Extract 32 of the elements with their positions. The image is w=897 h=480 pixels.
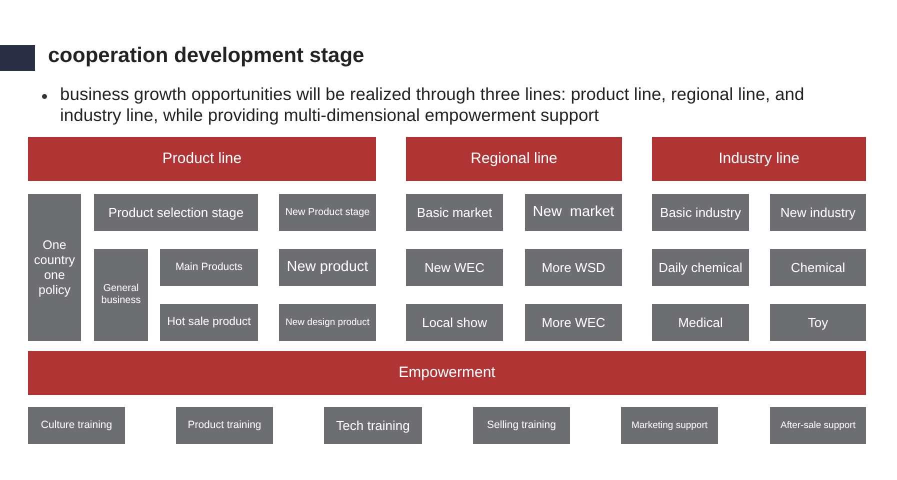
support-box: Tech training xyxy=(324,407,422,444)
slide-title: cooperation development stage xyxy=(48,44,364,68)
item-box: Toy xyxy=(770,304,866,341)
item-box: New WEC xyxy=(406,249,503,286)
category-box: General business xyxy=(94,249,148,341)
item-box: Local show xyxy=(406,304,503,341)
support-box: After-sale support xyxy=(770,407,866,444)
section-header: Product line xyxy=(28,137,376,181)
category-box: One country one policy xyxy=(28,194,81,341)
item-box: Basic industry xyxy=(652,194,749,231)
section-header: Industry line xyxy=(652,137,866,181)
item-box: New product xyxy=(279,249,376,286)
support-box: Culture training xyxy=(28,407,125,444)
section-header: Regional line xyxy=(406,137,622,181)
item-box: New market xyxy=(525,194,622,231)
item-box: Product selection stage xyxy=(94,194,258,231)
item-box: Chemical xyxy=(770,249,866,286)
item-box: More WSD xyxy=(525,249,622,286)
item-box: Hot sale product xyxy=(160,304,258,341)
item-box: New Product stage xyxy=(279,194,376,231)
support-box: Product training xyxy=(176,407,273,444)
item-box: More WEC xyxy=(525,304,622,341)
support-box: Marketing support xyxy=(621,407,718,444)
item-box: Basic market xyxy=(406,194,503,231)
bullet-text: business growth opportunities will be realized through three lines: product line, regional line, and industry line, while providing multi-dimensional empowerment support xyxy=(60,84,806,126)
item-box: Daily chemical xyxy=(652,249,749,286)
item-box: New industry xyxy=(770,194,866,231)
item-box: New design product xyxy=(279,304,376,341)
support-box: Selling training xyxy=(473,407,570,444)
section-header: Empowerment xyxy=(28,351,866,395)
item-box: Medical xyxy=(652,304,749,341)
item-box: Main Products xyxy=(160,249,258,286)
